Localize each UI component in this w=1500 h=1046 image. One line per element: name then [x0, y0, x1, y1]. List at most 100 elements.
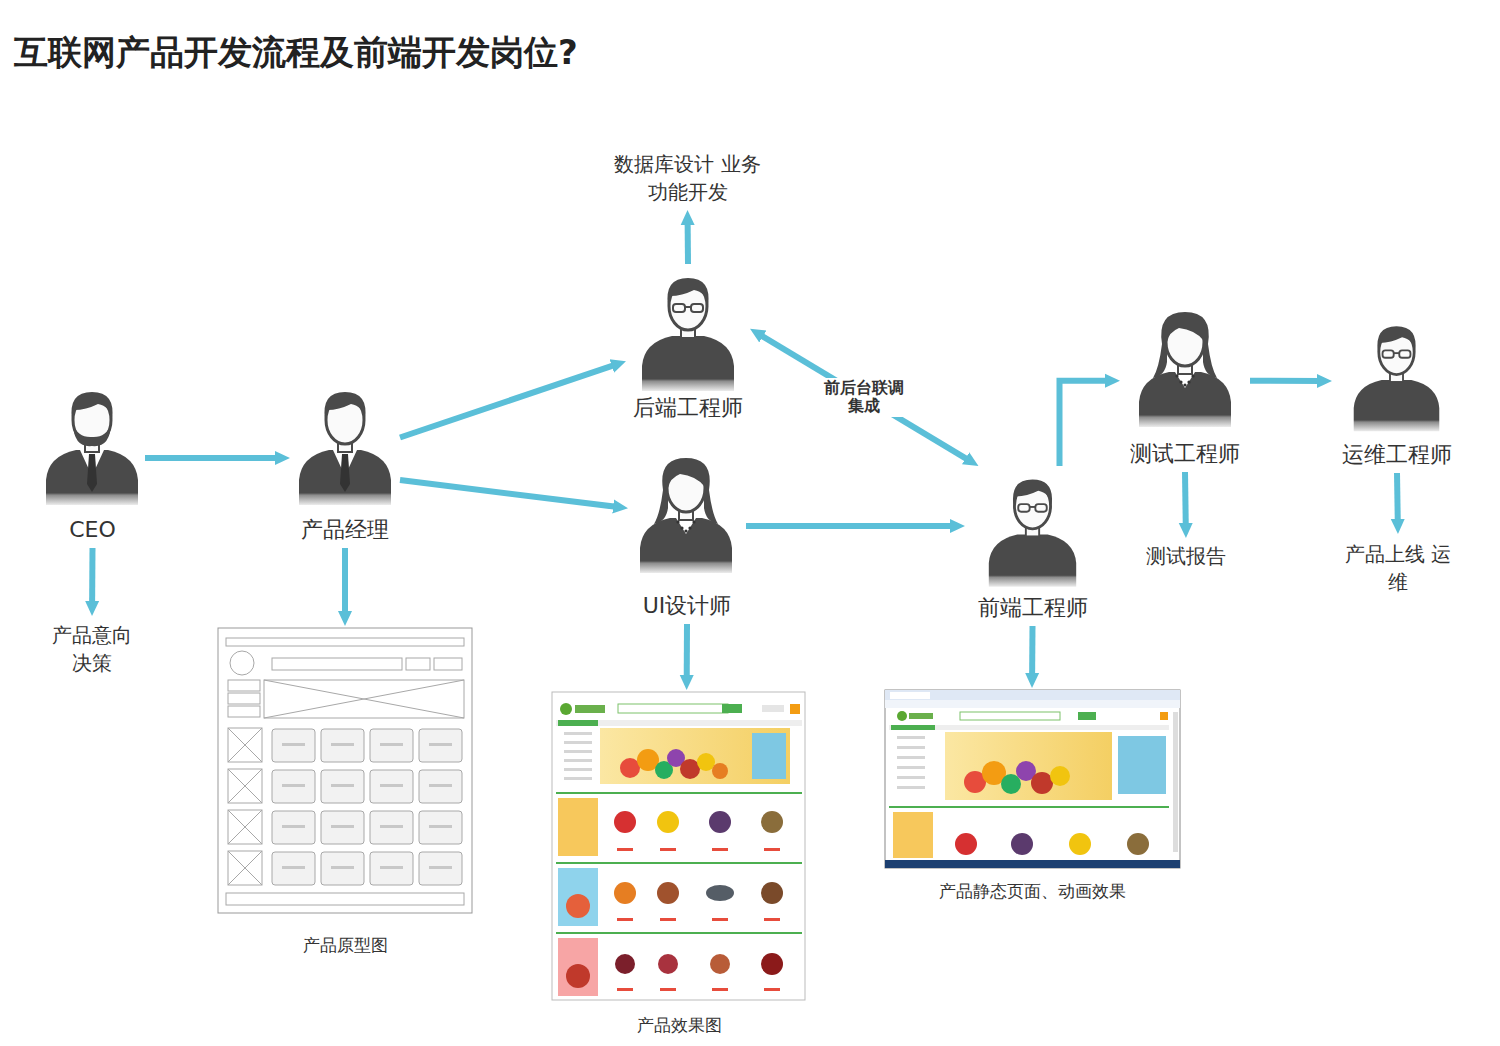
- browser-mockup-part: [1173, 712, 1178, 852]
- design-mockup-part: [761, 882, 783, 904]
- ops-icon: [1354, 326, 1440, 431]
- design-mockup-part: [658, 954, 678, 974]
- wireframe-mockup-part: [230, 651, 254, 675]
- ops-icon-part: [1383, 350, 1411, 357]
- design-mockup-part: [762, 705, 784, 712]
- browser-mockup-part: [889, 725, 1169, 730]
- backend-icon-part: [673, 304, 703, 312]
- design-mockup-part-part: [660, 848, 676, 851]
- mockup-caption: 产品静态页面、动画效果: [939, 880, 1126, 904]
- browser-mockup-part: [1078, 712, 1096, 720]
- design-mockup-part: [600, 728, 790, 784]
- design-mockup-part: [710, 954, 730, 974]
- tester-icon-part: [1153, 312, 1217, 378]
- backend-icon: [642, 278, 734, 391]
- browser-mockup: [885, 690, 1180, 868]
- browser-mockup-part: [891, 725, 935, 730]
- role-node: 前端工程师: [965, 466, 1100, 626]
- wireframe-mockup-part: [434, 658, 462, 670]
- design-mockup-part: [556, 792, 802, 794]
- role-label: 后端工程师: [633, 393, 743, 424]
- design-mockup-part-part: [764, 918, 780, 921]
- browser-mockup-part: [885, 690, 1180, 868]
- output-label: 测试报告: [1146, 542, 1226, 570]
- browser-mockup-part-part: [897, 756, 925, 759]
- design-mockup-part: [558, 720, 598, 726]
- browser-mockup-part: [1031, 772, 1053, 794]
- flow-arrow: [1250, 378, 1322, 384]
- wireframe-mockup-part: [228, 851, 262, 885]
- design-mockup-part-part: [564, 732, 592, 735]
- design-mockup: [552, 692, 805, 1000]
- wireframe-mockup-part: [228, 769, 262, 803]
- browser-mockup-part: [1069, 833, 1091, 855]
- design-mockup-part-part: [564, 741, 592, 744]
- flow-arrow: [145, 455, 280, 461]
- flow-arrow: [746, 523, 955, 529]
- mockup-caption: 产品效果图: [637, 1014, 722, 1038]
- flow-arrow: [685, 220, 691, 264]
- wireframe-mockup-part: [228, 810, 262, 844]
- frontend-icon: [989, 479, 1076, 586]
- design-mockup-part: [761, 811, 783, 833]
- browser-mockup-part: [960, 712, 1060, 720]
- browser-mockup-part-part: [897, 746, 925, 749]
- design-mockup-part-part: [564, 750, 592, 753]
- wireframe-mockup-part: [228, 680, 260, 691]
- design-mockup-part-part: [712, 848, 728, 851]
- backend-icon-part: [642, 336, 734, 391]
- design-mockup-part: [615, 954, 635, 974]
- wireframe-mockup-part: [228, 693, 260, 704]
- role-label: 测试工程师: [1130, 439, 1240, 470]
- output-mockup: 产品静态页面、动画效果: [882, 688, 1182, 906]
- design-mockup-part: [575, 705, 605, 713]
- wireframe-mockup-part: [228, 769, 262, 803]
- ops-icon-part: [1377, 326, 1415, 352]
- frontend-icon-part: [1013, 479, 1052, 506]
- ceo-icon-part: [71, 392, 112, 420]
- wireframe-mockup-part: [228, 728, 262, 762]
- role-node: UI设计师: [628, 446, 746, 624]
- wireframe-mockup-part: [228, 728, 262, 762]
- browser-mockup-part: [889, 806, 1169, 808]
- design-mockup-part: [657, 811, 679, 833]
- flow-arrow: [342, 548, 348, 616]
- browser-mockup-part: [955, 833, 977, 855]
- role-node: 运维工程师: [1332, 313, 1462, 473]
- browser-mockup-part: [890, 692, 930, 699]
- output-label: 产品意向 决策: [41, 621, 143, 677]
- flow-arrow: [1394, 473, 1401, 524]
- edge-label: 前后台联调 集成: [816, 378, 912, 417]
- design-mockup-part: [614, 811, 636, 833]
- design-mockup-part: [790, 704, 800, 714]
- wireframe-mockup-part: [272, 658, 402, 670]
- flow-arrow: [684, 624, 690, 680]
- wireframe-mockup-part: [406, 658, 430, 670]
- browser-mockup-part: [897, 711, 907, 721]
- wireframe-mockup-part: [264, 680, 464, 718]
- design-mockup-part: [722, 704, 742, 713]
- wireframe-mockup-part: [228, 706, 260, 717]
- wireframe-mockup-part: [226, 893, 464, 905]
- tester-icon: [1139, 312, 1231, 427]
- flow-arrow: [400, 364, 617, 437]
- design-mockup-part-part: [712, 988, 728, 991]
- wireframe-mockup-part: [226, 638, 464, 646]
- design-mockup-part-part: [564, 777, 592, 780]
- output-text: 数据库设计 业务功能开发: [604, 146, 771, 210]
- design-mockup-part: [556, 932, 802, 934]
- wireframe-mockup-part: [264, 680, 464, 718]
- wireframe-mockup-part: [218, 628, 472, 913]
- flow-arrow: [400, 480, 618, 507]
- design-mockup-part-part: [617, 848, 633, 851]
- output-text: 产品上线 运维: [1339, 534, 1457, 602]
- backend-icon-part: [667, 278, 708, 306]
- ui-icon: [640, 458, 732, 573]
- frontend-icon-part: [989, 535, 1076, 587]
- role-node: CEO: [40, 378, 145, 548]
- ceo-icon-part: [46, 450, 138, 505]
- browser-mockup-part-part: [897, 736, 925, 739]
- pm-icon-part: [324, 392, 365, 420]
- browser-mockup-part: [1127, 833, 1149, 855]
- output-text: 测试报告: [1128, 538, 1244, 574]
